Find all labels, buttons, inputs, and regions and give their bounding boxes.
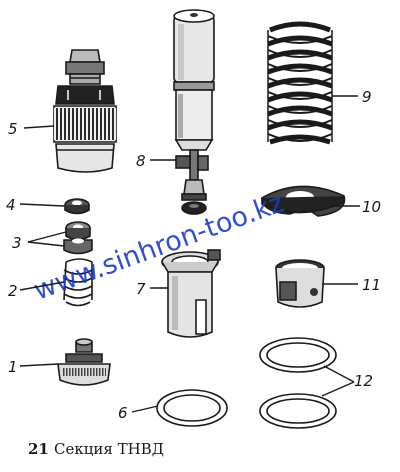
rotation-sleeve bbox=[161, 249, 221, 338]
leader-5 bbox=[23, 125, 55, 129]
figure-caption: Секция ТНВД bbox=[54, 440, 164, 458]
leader-1 bbox=[19, 363, 59, 367]
label-part-11: 11 bbox=[362, 276, 381, 294]
label-part-10: 10 bbox=[362, 198, 381, 216]
leader-3b bbox=[27, 241, 65, 247]
label-part-2: 2 bbox=[8, 282, 18, 300]
label-part-6: 6 bbox=[118, 404, 128, 422]
tappet bbox=[275, 259, 325, 308]
gasket-rings bbox=[259, 337, 337, 429]
delivery-valve-holder bbox=[53, 49, 117, 173]
label-part-1: 1 bbox=[8, 358, 18, 376]
leader-2 bbox=[19, 281, 65, 291]
spring-seat bbox=[261, 185, 346, 217]
label-part-5: 5 bbox=[8, 120, 18, 138]
valve-spring bbox=[63, 258, 93, 307]
label-part-12: 12 bbox=[354, 372, 373, 390]
figure-number: 21 bbox=[28, 440, 49, 458]
leader-3a bbox=[27, 231, 67, 243]
spring-support bbox=[57, 338, 111, 386]
label-part-9: 9 bbox=[362, 88, 372, 106]
leader-12a bbox=[323, 365, 355, 383]
leader-6 bbox=[131, 405, 159, 413]
label-part-8: 8 bbox=[136, 152, 146, 170]
label-part-4: 4 bbox=[6, 196, 16, 214]
leader-4 bbox=[19, 203, 65, 207]
leader-12b bbox=[321, 381, 355, 397]
plunger-barrel-assembly bbox=[173, 9, 215, 215]
plunger-spring bbox=[267, 21, 333, 145]
washer-4 bbox=[64, 198, 90, 215]
label-part-3: 3 bbox=[12, 234, 22, 252]
label-part-7: 7 bbox=[136, 280, 146, 298]
gasket-ring-6 bbox=[156, 389, 228, 427]
delivery-valve bbox=[63, 221, 93, 255]
